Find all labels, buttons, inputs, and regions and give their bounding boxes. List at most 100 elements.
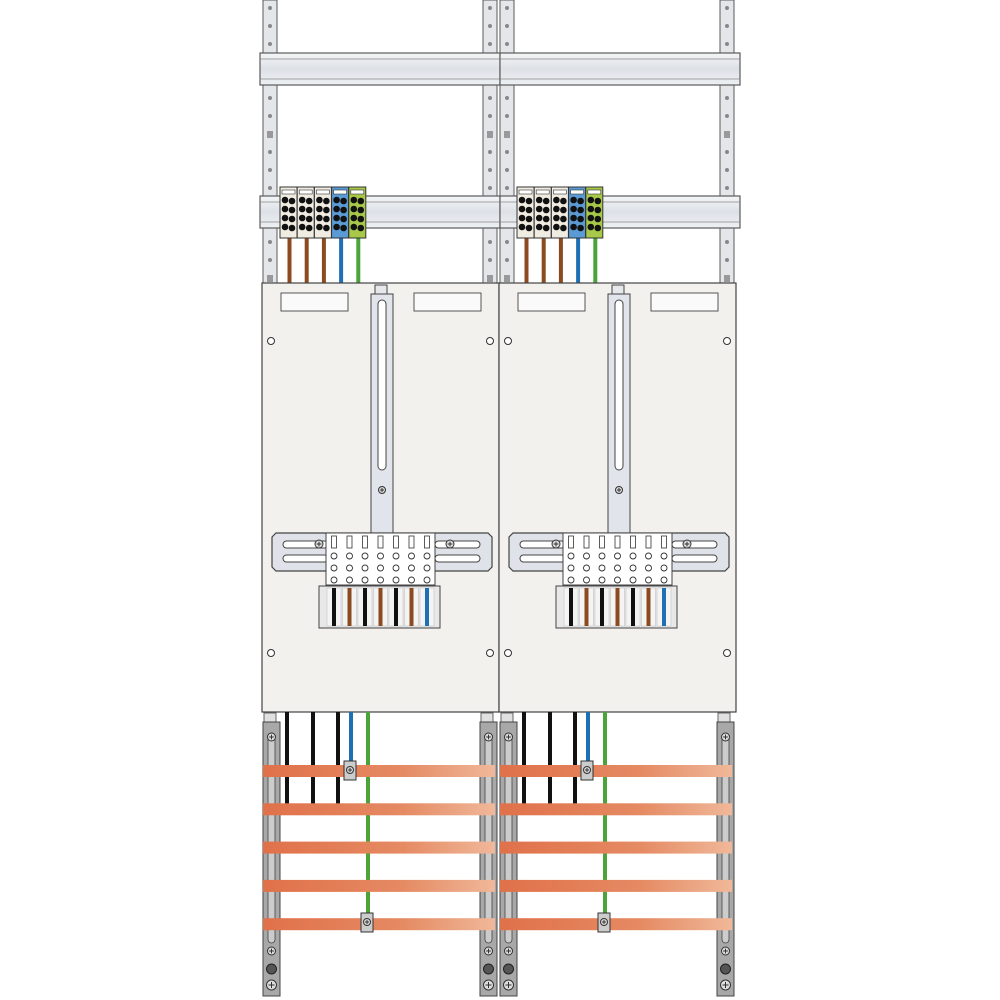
- busbar-clamp: [580, 760, 594, 781]
- rail-hole: [725, 24, 729, 28]
- terminal-screw: [560, 215, 567, 223]
- terminal-screw: [587, 205, 595, 213]
- terminal-block: [533, 186, 552, 239]
- terminal-screw: [518, 205, 526, 213]
- terminal-clamp: [408, 535, 415, 549]
- terminal-screw: [594, 224, 602, 232]
- copper-busbar-1: [263, 765, 495, 777]
- terminal-clamp: [424, 535, 430, 549]
- rail-hole: [488, 42, 492, 46]
- rail-slot: [724, 131, 730, 138]
- vertical-rail-top-4: [719, 0, 735, 291]
- terminal-screw: [570, 223, 577, 231]
- screw-icon: [267, 946, 276, 956]
- panel-screw-hole: [267, 649, 275, 657]
- screw-icon: [615, 486, 623, 494]
- terminal-hole: [660, 576, 668, 584]
- terminal-screw: [281, 223, 289, 231]
- terminal-screw: [594, 206, 602, 214]
- terminal-screw: [305, 206, 313, 214]
- rail-hole: [725, 240, 729, 244]
- busbar-support: [716, 712, 735, 997]
- terminal-screw: [553, 214, 560, 222]
- terminal-screw: [350, 196, 358, 204]
- terminal-screw: [553, 196, 560, 204]
- terminal-screw: [518, 214, 526, 222]
- terminal-screw: [305, 215, 313, 223]
- rail-hole: [268, 6, 272, 10]
- terminal-screw: [350, 214, 358, 222]
- support-fixing: [483, 963, 494, 975]
- terminal-screw: [560, 224, 567, 232]
- terminal-screw: [570, 205, 577, 213]
- terminal-clamp: [346, 535, 353, 549]
- screw-icon: [346, 766, 354, 774]
- terminal-hole: [583, 552, 590, 560]
- terminal-screw: [340, 197, 347, 205]
- terminal-clamp: [599, 535, 605, 549]
- terminal-hole: [423, 576, 431, 584]
- terminal-screw: [323, 197, 330, 205]
- busbar-clamp: [597, 912, 611, 933]
- support-fixing: [720, 963, 731, 975]
- screw-icon: [267, 732, 276, 742]
- terminal-block-body: [550, 186, 569, 239]
- busbar-support: [262, 712, 281, 997]
- terminal-hole: [361, 552, 369, 560]
- terminal-screw: [288, 224, 296, 232]
- screw-icon: [363, 918, 371, 926]
- terminal-screw: [323, 215, 330, 223]
- panel-screw-hole: [723, 649, 731, 657]
- rail-slot: [504, 275, 510, 282]
- terminal-clamp: [568, 535, 574, 549]
- terminal-screw: [542, 224, 550, 232]
- mounting-slot: [519, 554, 566, 563]
- terminal-screw: [298, 214, 306, 222]
- terminal-hole: [598, 552, 606, 560]
- rail-hole: [505, 42, 509, 46]
- terminal-clamp: [393, 535, 399, 549]
- terminal-block-body: [331, 186, 350, 239]
- terminal-screw: [340, 215, 347, 223]
- terminal-hole: [567, 552, 575, 560]
- rail-hole: [505, 96, 509, 100]
- terminal-hole: [567, 564, 575, 572]
- copper-busbar-2: [263, 803, 495, 816]
- rail-hole: [505, 24, 509, 28]
- rail-slot: [724, 275, 730, 282]
- screw-icon: [721, 732, 730, 742]
- busbar-support: [499, 712, 518, 997]
- hex-nut-icon: [314, 539, 324, 549]
- terminal-hole: [660, 552, 668, 560]
- terminal-clamp: [630, 535, 636, 549]
- terminal-screw: [518, 223, 526, 231]
- terminal-screw: [298, 196, 306, 204]
- hex-nut-icon: [551, 539, 561, 549]
- terminal-screw: [333, 196, 340, 204]
- screw-icon: [484, 946, 493, 956]
- vertical-rail-top-2: [482, 0, 498, 291]
- terminal-hole: [330, 576, 338, 584]
- support-slot: [267, 732, 276, 944]
- terminal-hole: [660, 564, 668, 572]
- din-rail-1: [259, 52, 501, 86]
- terminal-hole: [346, 576, 353, 584]
- terminal-block: [516, 186, 535, 239]
- rail-slot: [487, 275, 493, 282]
- terminal-hole: [346, 552, 353, 560]
- terminal-hole: [361, 576, 369, 584]
- terminal-screw: [525, 197, 533, 205]
- rail-hole: [505, 150, 509, 154]
- terminal-block-body: [296, 186, 315, 239]
- terminal-block-body: [313, 186, 332, 239]
- panel-screw-hole: [504, 337, 512, 345]
- terminal-block-body: [533, 186, 552, 239]
- terminal-screw: [357, 224, 365, 232]
- terminal-screw: [570, 196, 577, 204]
- terminal-hole: [330, 564, 338, 572]
- terminal-block: [313, 186, 332, 239]
- copper-busbar-3: [500, 841, 732, 854]
- terminal-label: [553, 189, 567, 195]
- vertical-rail-top-1: [262, 0, 278, 291]
- terminal-hole: [361, 564, 369, 572]
